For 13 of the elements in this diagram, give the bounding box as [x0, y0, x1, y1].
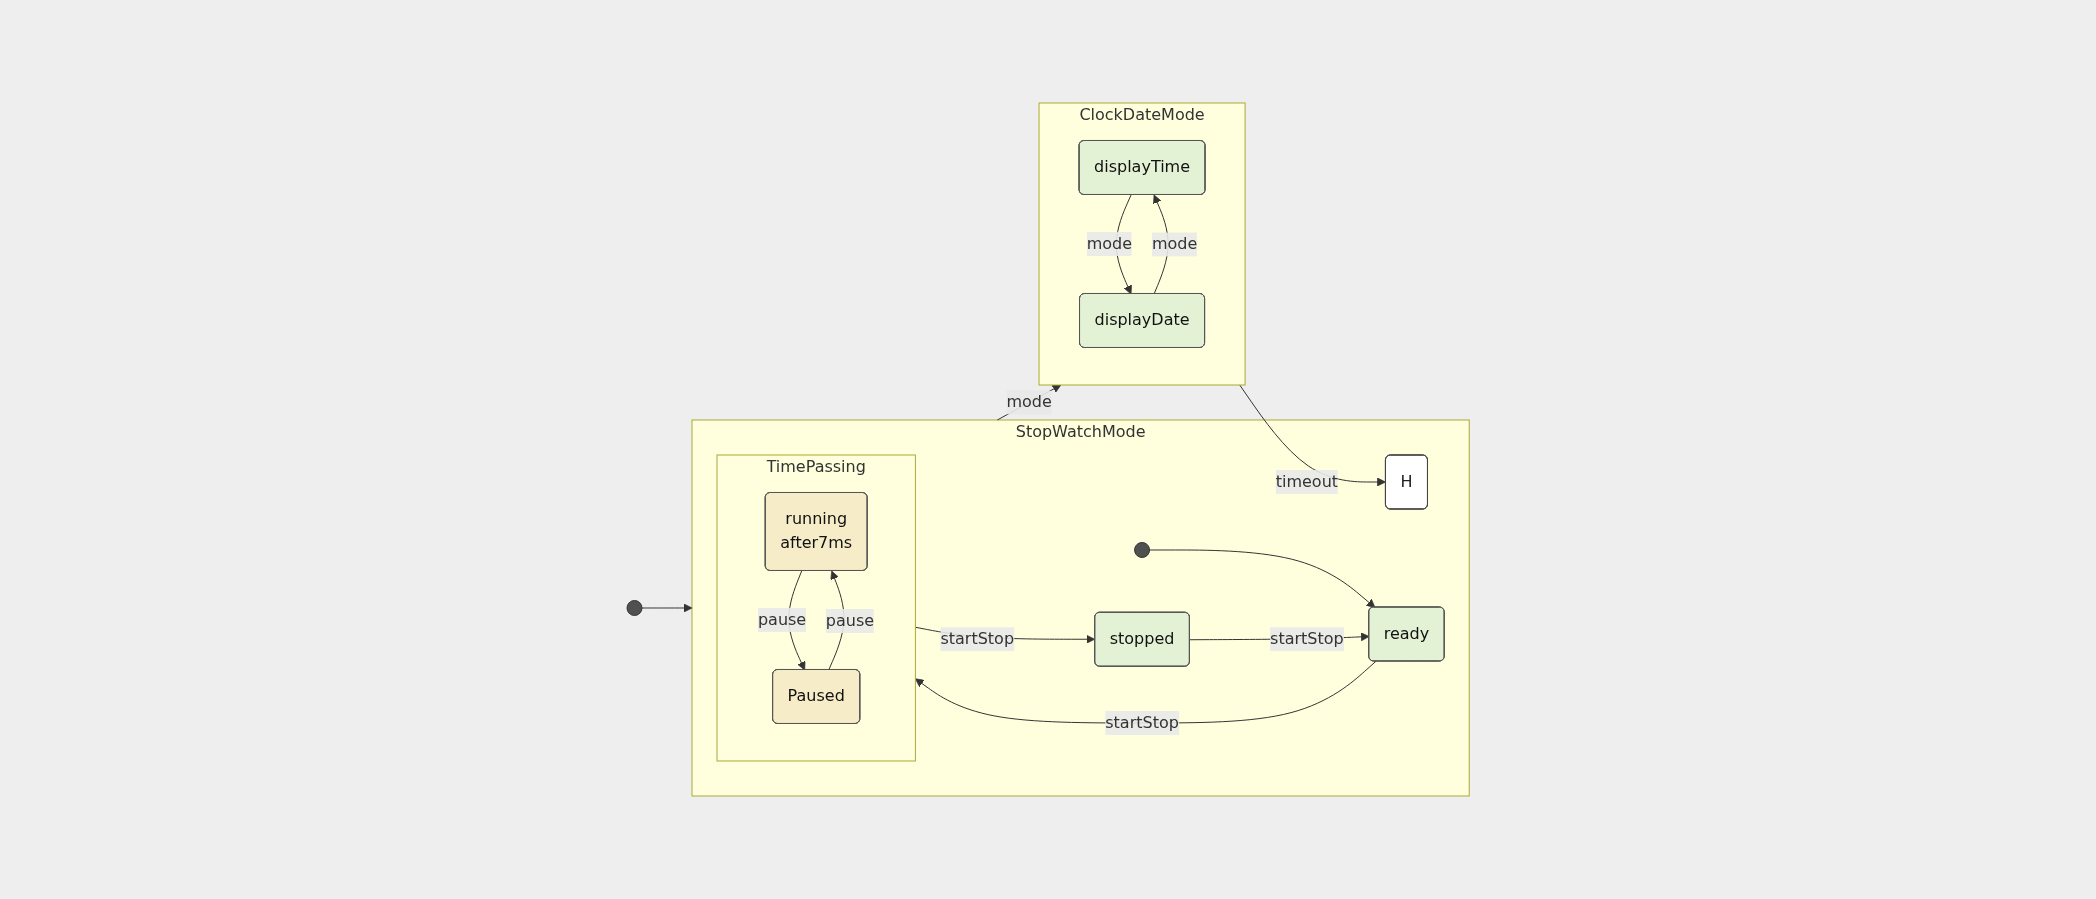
edge-label: pause — [757, 609, 807, 629]
edge-label: mode — [1151, 234, 1198, 254]
edge-label: startStop — [1105, 712, 1179, 732]
edge-label: startStop — [1269, 629, 1344, 649]
edge-label: pause — [825, 610, 874, 630]
edge-label: timeout — [1275, 471, 1338, 491]
edge-label: mode — [1006, 392, 1052, 412]
arrow — [641, 603, 693, 613]
edge-label: startStop — [940, 629, 1014, 649]
arrow — [1148, 549, 1376, 608]
node-circle — [626, 600, 643, 616]
node-circle — [1133, 542, 1150, 558]
edge-label: mode — [1086, 234, 1132, 253]
